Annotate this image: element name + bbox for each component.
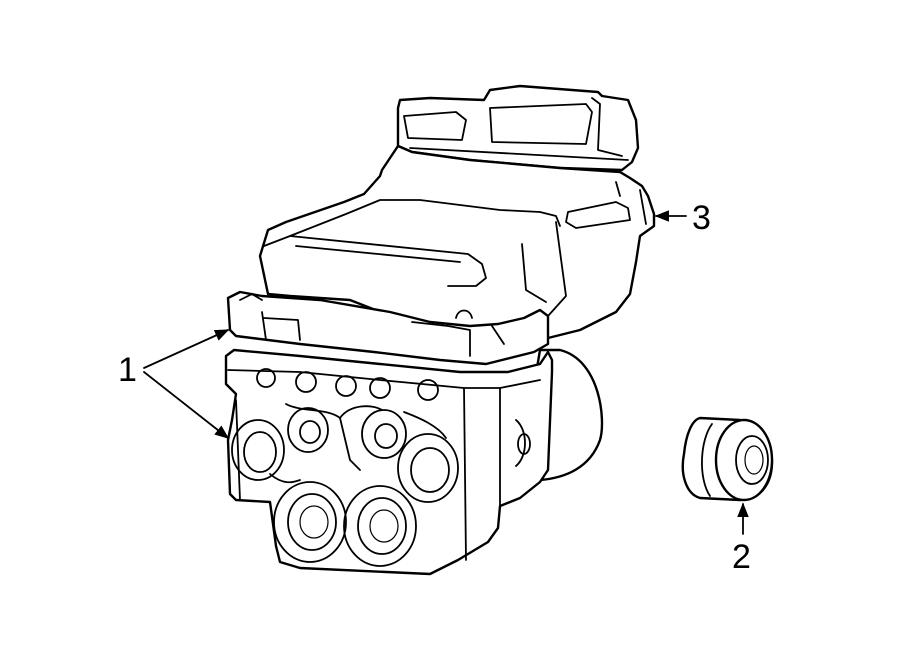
port-left bbox=[231, 419, 285, 481]
port-right bbox=[397, 433, 459, 503]
callout-1-label: 1 bbox=[118, 351, 137, 389]
bolt-holes bbox=[256, 368, 439, 401]
module-flange bbox=[226, 290, 550, 366]
callout-2: 2 bbox=[732, 502, 751, 576]
callout-3-label: 3 bbox=[692, 199, 711, 237]
callout-1: 1 bbox=[118, 329, 230, 439]
callout-2-label: 2 bbox=[732, 538, 751, 576]
hydraulic-unit bbox=[224, 348, 554, 576]
module-body bbox=[258, 144, 656, 348]
port-upper-right bbox=[361, 409, 407, 459]
valve-block bbox=[224, 348, 554, 576]
callout-3: 3 bbox=[654, 199, 711, 237]
callout-1-leader-upper bbox=[143, 329, 230, 369]
plug-cap bbox=[681, 416, 774, 502]
control-module-housing bbox=[226, 84, 656, 482]
port-lower-left bbox=[273, 481, 347, 563]
port-upper-mid bbox=[287, 407, 329, 453]
port-lower-right bbox=[343, 485, 417, 567]
callout-1-leader-lower bbox=[143, 371, 230, 439]
